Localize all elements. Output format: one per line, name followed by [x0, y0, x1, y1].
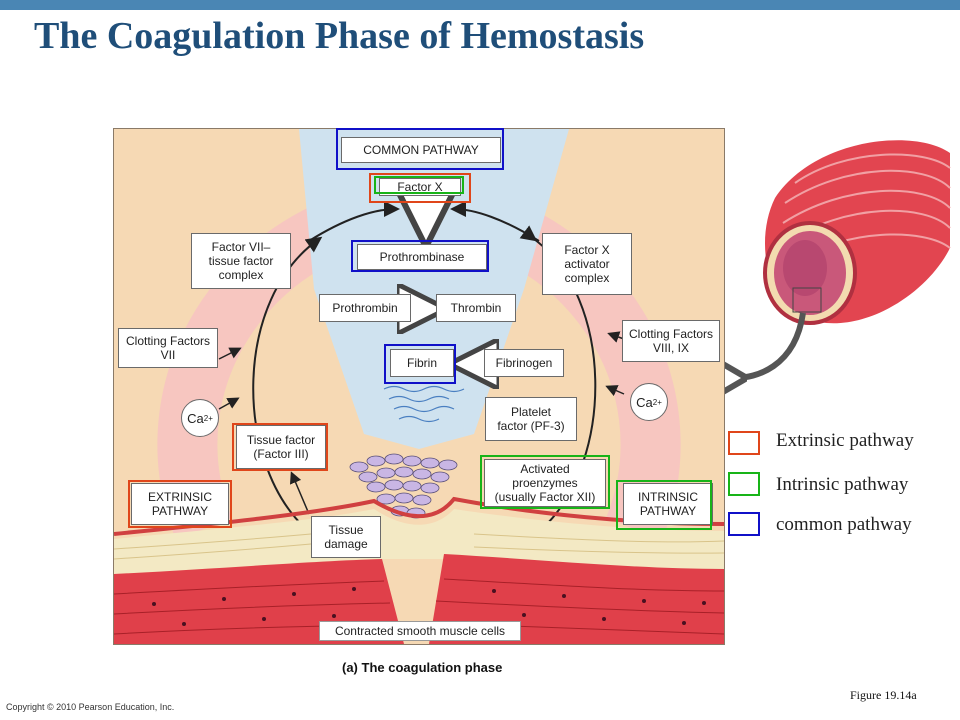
legend-common-swatch: [728, 512, 760, 536]
fibrinogen-box: Fibrinogen: [484, 349, 564, 377]
activated-proenzymes-highlight: [480, 455, 610, 509]
ca-left-arrow: [218, 397, 240, 410]
tissue-factor-box: Tissue factor (Factor III): [236, 425, 326, 469]
platelet-factor-box: Platelet factor (PF-3): [485, 397, 577, 441]
legend-intrinsic-swatch: [728, 472, 760, 496]
intrinsic-pathway-box: INTRINSIC PATHWAY: [623, 483, 713, 525]
legend-common-label: common pathway: [776, 514, 912, 535]
top-bar: [0, 0, 960, 10]
prothrombinase-box: Prothrombinase: [357, 244, 487, 270]
figure-caption: (a) The coagulation phase: [342, 660, 503, 675]
factor-x-intrinsic-highlight: [374, 176, 464, 194]
prothrombin-box: Prothrombin: [319, 294, 411, 322]
calcium-left-label: Ca: [187, 410, 204, 426]
vii-arrow: [218, 347, 242, 360]
calcium-left-charge: 2+: [203, 413, 213, 423]
tissue-damage-arrow: [289, 471, 310, 515]
fibrin-highlight: [384, 344, 456, 384]
legend-intrinsic-label: Intrinsic pathway: [776, 474, 909, 495]
clotting-factors-vii-box: Clotting Factors VII: [118, 328, 218, 368]
prothrombinase-highlight: [351, 240, 489, 272]
legend-extrinsic-swatch: [728, 431, 760, 455]
intrinsic-pathway-highlight: [616, 480, 712, 530]
blood-vessel-illustration: [725, 140, 951, 400]
copyright-notice: Copyright © 2010 Pearson Education, Inc.: [6, 702, 175, 712]
factor-x-extrinsic-highlight: [369, 173, 471, 203]
fibrin-box: Fibrin: [390, 349, 454, 377]
vessel-body: [763, 140, 951, 325]
coagulation-figure: COMMON PATHWAY Factor X Prothrombinase P…: [113, 128, 725, 645]
common-pathway-label: COMMON PATHWAY: [341, 137, 501, 163]
cycle-top-arc-left: [308, 201, 400, 242]
thrombin-box: Thrombin: [436, 294, 516, 322]
cycle-top-arc-right: [450, 201, 540, 242]
muscle-nuclei: [152, 587, 706, 626]
calcium-right-label: Ca: [636, 394, 653, 410]
page-title: The Coagulation Phase of Hemostasis: [34, 15, 645, 57]
smooth-muscle-label: Contracted smooth muscle cells: [319, 621, 521, 641]
clotting-factors-viii-ix-box: Clotting Factors VIII, IX: [622, 320, 720, 362]
fibrin-strands: [383, 385, 465, 423]
vessel-callout-arrow: [735, 312, 806, 378]
legend-extrinsic-label: Extrinsic pathway: [776, 430, 914, 451]
factor-x-activator-box: Factor X activator complex: [542, 233, 632, 295]
calcium-right-charge: 2+: [652, 397, 662, 407]
viii-arrow: [607, 331, 625, 343]
platelet-cluster: [349, 453, 458, 519]
factor-x-box: Factor X: [379, 178, 461, 196]
common-pathway-highlight: [336, 128, 504, 170]
extrinsic-pathway-highlight: [128, 480, 232, 528]
factor-vii-complex-box: Factor VII– tissue factor complex: [191, 233, 291, 289]
activated-proenzymes-box: Activated proenzymes (usually Factor XII…: [484, 459, 606, 507]
ca-right-arrow: [605, 385, 625, 397]
extrinsic-pathway-box: EXTRINSIC PATHWAY: [131, 483, 229, 525]
connective-layer: [114, 509, 724, 574]
endothelium: [114, 496, 724, 536]
tissue-damage-box: Tissue damage: [311, 516, 381, 558]
figure-number: Figure 19.14a: [850, 688, 917, 702]
figure-artwork: [114, 129, 724, 644]
tissue-factor-highlight: [232, 423, 328, 471]
